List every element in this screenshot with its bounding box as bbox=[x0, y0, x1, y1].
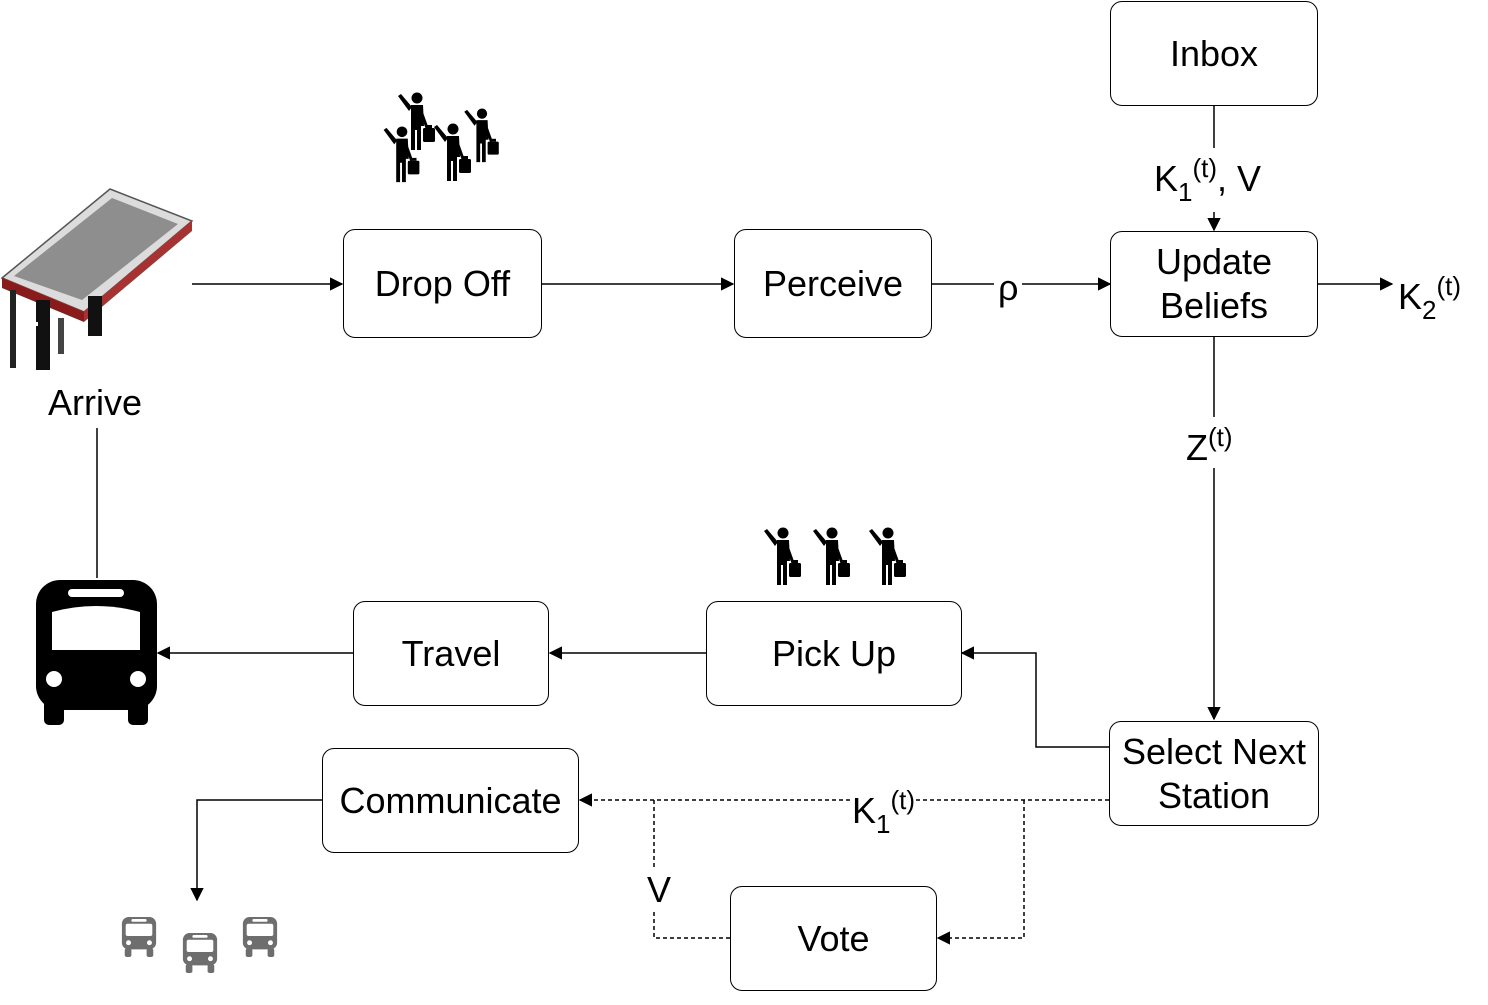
passenger-group-pickup-icon bbox=[762, 527, 908, 587]
k1-sup: (t) bbox=[1192, 153, 1218, 183]
inbox-label: Inbox bbox=[1169, 32, 1259, 74]
select-next-station-label-line1: Select Next bbox=[1121, 730, 1307, 772]
k2-output-label: K2(t) bbox=[1398, 266, 1462, 330]
k2-base: K bbox=[1398, 276, 1423, 317]
k2-sup: (t) bbox=[1436, 271, 1462, 301]
inbox-edge-label: K1(t), V bbox=[1154, 148, 1262, 212]
update-beliefs-label-line2: Beliefs bbox=[1159, 285, 1269, 326]
k1-dashed-sub: 1 bbox=[876, 809, 891, 839]
update-beliefs-label-line1: Update bbox=[1155, 241, 1273, 282]
k1-dashed-edge-label: K1(t) bbox=[852, 780, 916, 844]
passenger-group-top-icon bbox=[382, 92, 501, 184]
inbox-node: Inbox bbox=[1110, 1, 1318, 106]
pick-up-label: Pick Up bbox=[771, 632, 897, 674]
travel-label: Travel bbox=[401, 632, 501, 674]
perceive-label: Perceive bbox=[762, 262, 904, 304]
vote-node: Vote bbox=[730, 886, 937, 991]
communicate-label: Communicate bbox=[339, 779, 562, 821]
update-beliefs-node: Update Beliefs bbox=[1110, 231, 1318, 337]
z-sup: (t) bbox=[1208, 422, 1233, 452]
k1-dashed-base: K bbox=[852, 790, 877, 831]
k1-sub: 1 bbox=[1178, 177, 1193, 207]
bus-stop-icon bbox=[0, 188, 194, 370]
k2-sub: 2 bbox=[1422, 295, 1437, 325]
arrive-label: Arrive bbox=[48, 382, 143, 423]
other-buses-icon bbox=[121, 917, 278, 973]
k1-base: K bbox=[1154, 158, 1179, 199]
k1-dashed-sup: (t) bbox=[890, 785, 916, 815]
v-dashed-edge-label: V bbox=[647, 869, 672, 910]
z-edge-label: Z(t) bbox=[1186, 417, 1233, 468]
communicate-node: Communicate bbox=[322, 748, 579, 853]
bus-icon bbox=[36, 580, 157, 725]
drop-off-label: Drop Off bbox=[374, 262, 511, 304]
perceive-node: Perceive bbox=[734, 229, 932, 338]
rho-edge-label: ρ bbox=[994, 268, 1023, 308]
select-next-station-label-line2: Station bbox=[1157, 774, 1271, 816]
k1-suffix: , V bbox=[1217, 158, 1262, 199]
drop-off-node: Drop Off bbox=[343, 229, 542, 338]
z-base: Z bbox=[1186, 427, 1208, 468]
select-next-station-node: Select Next Station bbox=[1109, 721, 1319, 826]
pick-up-node: Pick Up bbox=[706, 601, 962, 706]
vote-label: Vote bbox=[797, 917, 870, 959]
travel-node: Travel bbox=[353, 601, 549, 706]
